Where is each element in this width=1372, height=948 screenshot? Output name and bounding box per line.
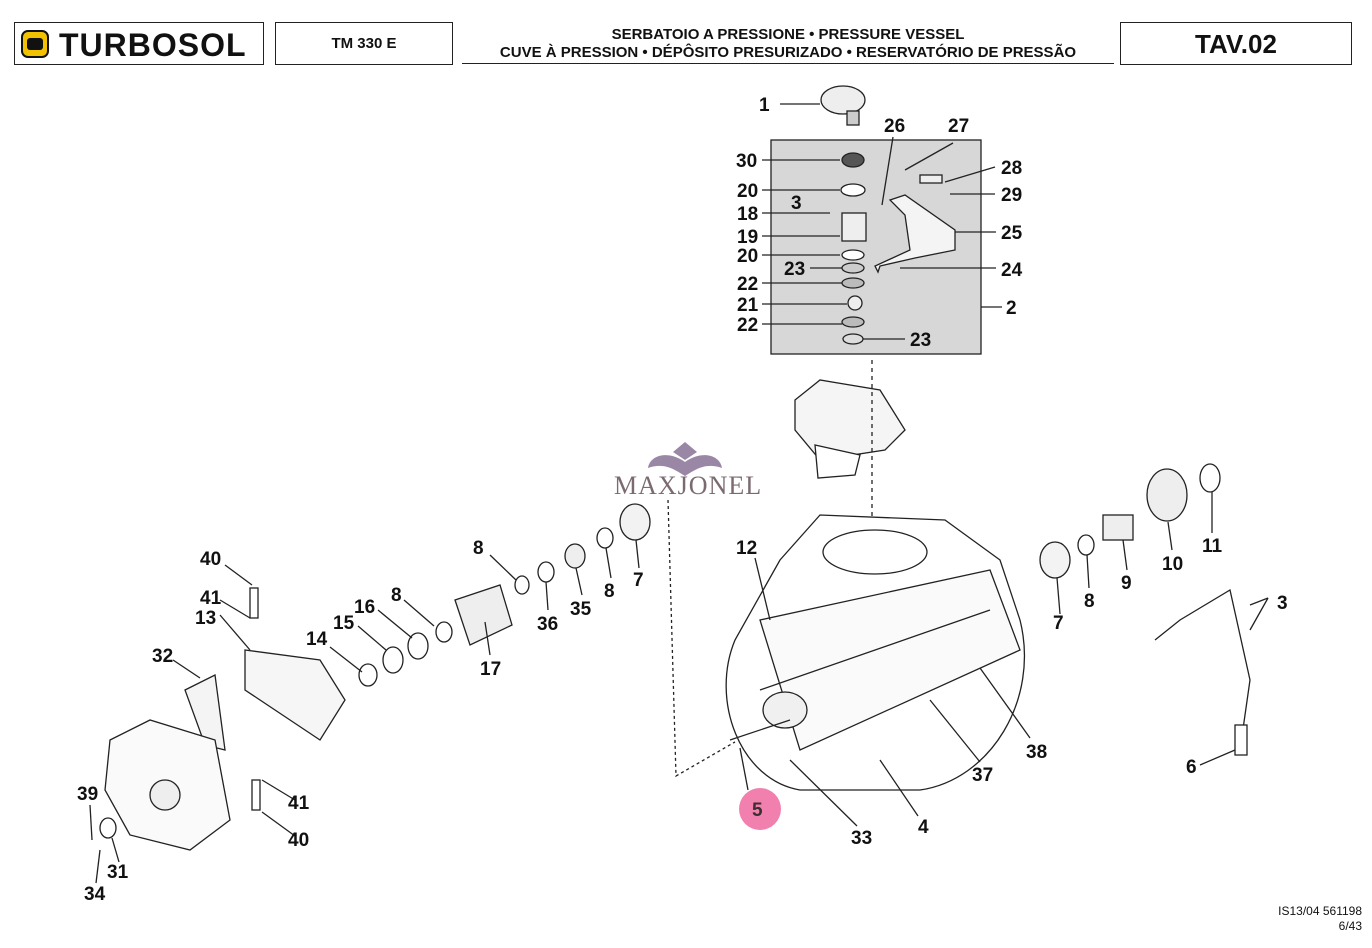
brand-name: TURBOSOL [59, 27, 247, 63]
turbosol-logo-icon [21, 30, 49, 58]
part-label-8: 8 [604, 581, 615, 602]
plate-box: TAV.02 [1120, 22, 1352, 65]
part-label-31: 31 [107, 862, 129, 883]
part-label-4: 4 [918, 817, 929, 838]
part-label-29: 29 [1001, 185, 1022, 206]
part-label-7: 7 [1053, 613, 1064, 634]
part-label-32: 32 [152, 646, 173, 667]
document-footer: IS13/04 561198 6/43 [1278, 904, 1362, 934]
model-box: TM 330 E [275, 22, 453, 65]
part-label-8: 8 [1084, 591, 1095, 612]
page-number: 6/43 [1338, 919, 1362, 933]
part-label-10: 10 [1162, 554, 1183, 575]
part-label-8: 8 [473, 538, 484, 559]
part-label-22: 22 [737, 274, 758, 295]
part-label-41: 41 [288, 793, 310, 814]
title-line-2: CUVE À PRESSION • DÉPÔSITO PRESURIZADO •… [462, 44, 1114, 64]
part-label-22: 22 [737, 315, 758, 336]
model-name: TM 330 E [331, 35, 397, 52]
part-label-24: 24 [1001, 260, 1023, 281]
document-code: IS13/04 561198 [1278, 904, 1362, 918]
part-label-41: 41 [200, 588, 222, 609]
part-label-18: 18 [737, 204, 758, 225]
part-label-20: 20 [737, 246, 758, 267]
part-label-12: 12 [736, 538, 757, 559]
part-label-23: 23 [910, 330, 931, 351]
part-label-30: 30 [736, 151, 757, 172]
part-label-40: 40 [288, 830, 309, 851]
part-label-6: 6 [1186, 757, 1197, 778]
part-label-2: 2 [1006, 298, 1017, 319]
part-label-28: 28 [1001, 158, 1022, 179]
part-label-34: 34 [84, 884, 106, 905]
part-labels: 1 2 3 3 4 6 7 7 8 8 8 8 9 10 11 12 13 14… [77, 95, 1288, 905]
part-label-21: 21 [737, 295, 759, 316]
title-line-1: SERBATOIO A PRESSIONE • PRESSURE VESSEL [611, 26, 965, 43]
part-label-37: 37 [972, 765, 993, 786]
part-label-33: 33 [851, 828, 872, 849]
page-title: SERBATOIO A PRESSIONE • PRESSURE VESSEL … [462, 26, 1114, 64]
part-label-1: 1 [759, 95, 770, 116]
part-label-19: 19 [737, 227, 758, 248]
plate-number: TAV.02 [1195, 29, 1277, 59]
part-label-40: 40 [200, 549, 221, 570]
part-label-7: 7 [633, 570, 644, 591]
part-label-3: 3 [1277, 593, 1288, 614]
part-label-38: 38 [1026, 742, 1047, 763]
part-label-39: 39 [77, 784, 98, 805]
part-label-13: 13 [195, 608, 216, 629]
part-label-15: 15 [333, 613, 355, 634]
brand-logo-box: TURBOSOL [14, 22, 264, 65]
part-label-17: 17 [480, 659, 501, 680]
part-label-23: 23 [784, 259, 805, 280]
maxjonel-logo-mark [648, 455, 722, 476]
part-label-11: 11 [1202, 536, 1223, 557]
highlight-callout-circle [739, 788, 781, 830]
part-label-8: 8 [391, 585, 402, 606]
part-label-36: 36 [537, 614, 558, 635]
part-label-35: 35 [570, 599, 592, 620]
part-label-16: 16 [354, 597, 375, 618]
part-label-14: 14 [306, 629, 328, 650]
part-label-3: 3 [791, 193, 802, 214]
part-label-26: 26 [884, 116, 905, 137]
part-label-25: 25 [1001, 223, 1023, 244]
watermark-text: MAXJONEL [614, 471, 762, 500]
part-label-9: 9 [1121, 573, 1132, 594]
part-label-20: 20 [737, 181, 758, 202]
callout-label-5: 5 [752, 800, 763, 821]
part-label-27: 27 [948, 116, 969, 137]
